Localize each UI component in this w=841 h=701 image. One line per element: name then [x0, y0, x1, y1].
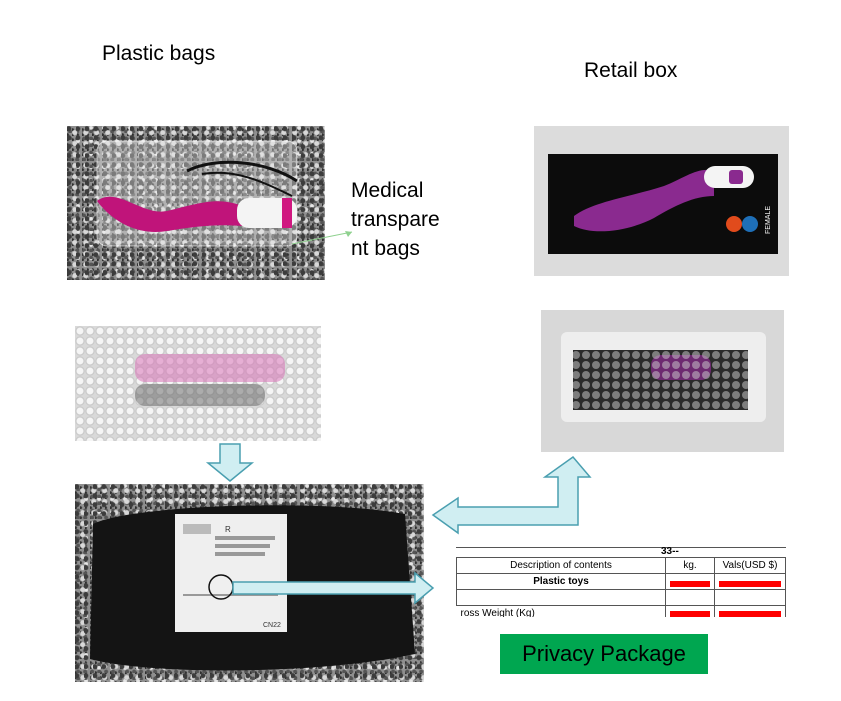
toy-in-bag-drawing	[96, 140, 298, 247]
header-value: Vals(USD $)	[714, 557, 786, 574]
elbow-arrow	[431, 455, 592, 535]
footer-weight-redacted	[665, 605, 715, 617]
label-registered-mark: R	[225, 525, 231, 534]
privacy-package-label: Privacy Package	[500, 634, 708, 674]
item-value-redacted	[714, 573, 786, 590]
retail-box-female-text: FEMALE	[765, 206, 772, 234]
header-kg: kg.	[665, 557, 715, 574]
heading-plastic-bags: Plastic bags	[102, 42, 216, 65]
customs-declaration-table: 33-- Description of contents kg. Vals(US…	[456, 547, 786, 617]
header-description: Description of contents	[456, 557, 666, 574]
medical-note-line-1: Medical	[351, 179, 424, 202]
pointer-line	[291, 231, 353, 245]
item-kg-redacted	[665, 573, 715, 590]
customs-table: Description of contents kg. Vals(USD $) …	[456, 557, 786, 617]
medical-note-line-3: nt bags	[351, 237, 420, 260]
medical-note: Medical transpare nt bags	[351, 176, 440, 263]
item-description: Plastic toys	[456, 573, 666, 590]
label-service-code: CN22	[263, 622, 281, 629]
photo-bubble-retail	[541, 310, 784, 452]
heading-retail-box: Retail box	[584, 59, 678, 82]
table-header-row: Description of contents kg. Vals(USD $)	[456, 557, 786, 574]
zoom-arrow	[208, 571, 435, 605]
photo-retail-box: FEMALE	[534, 126, 789, 276]
footer-gross-weight: ross Weight (Kg)	[456, 605, 666, 617]
table-spacer-row	[456, 589, 786, 606]
down-arrow	[205, 443, 255, 482]
table-top-row: 33--	[456, 547, 786, 557]
footer-value-redacted	[714, 605, 786, 617]
table-footer-row: ross Weight (Kg)	[456, 605, 786, 617]
table-top-code: 33--	[661, 547, 679, 557]
retail-box-drawing: FEMALE	[548, 154, 778, 254]
table-item-row: Plastic toys	[456, 573, 786, 590]
bubble-box-drawing	[561, 332, 766, 422]
medical-note-line-2: transpare	[351, 208, 440, 231]
photo-bubble-plastic	[75, 326, 321, 441]
bubble-toy-drawing	[135, 354, 285, 406]
photo-medical-bag	[67, 126, 325, 280]
